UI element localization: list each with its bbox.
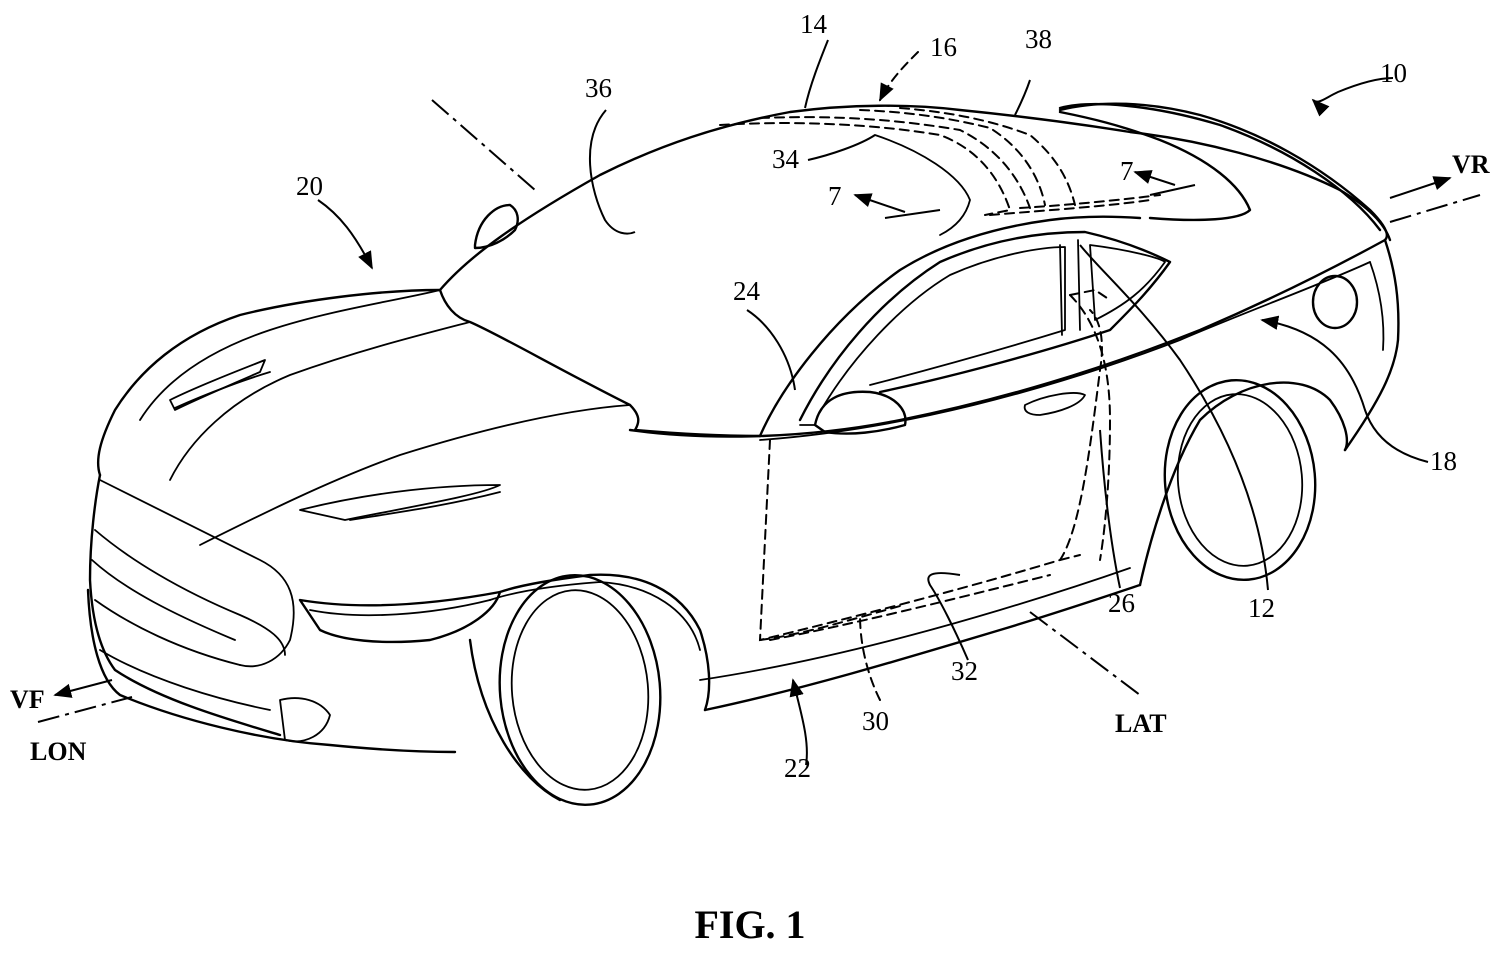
label-32: 32 — [951, 656, 978, 686]
section-arrows — [853, 170, 1196, 219]
label-10: 10 — [1380, 58, 1407, 88]
label-lat: LAT — [1115, 709, 1167, 738]
axis-lines — [37, 99, 1481, 723]
section-mark-right: 7 — [1120, 156, 1134, 186]
label-12: 12 — [1248, 593, 1275, 623]
label-vr: VR — [1452, 150, 1490, 179]
label-18: 18 — [1430, 446, 1457, 476]
label-lon: LON — [30, 737, 87, 766]
direction-labels: VR VF LON LAT — [10, 150, 1490, 766]
label-22: 22 — [784, 753, 811, 783]
leader-lines — [317, 39, 1429, 766]
label-vf: VF — [10, 685, 45, 714]
label-20: 20 — [296, 171, 323, 201]
label-26: 26 — [1108, 588, 1135, 618]
label-36: 36 — [585, 73, 612, 103]
label-24: 24 — [733, 276, 761, 306]
label-34: 34 — [772, 144, 800, 174]
car-body-outline — [86, 102, 1400, 806]
reference-labels: 14 16 38 10 36 34 7 7 20 24 18 26 12 32 … — [296, 9, 1457, 783]
label-30: 30 — [862, 706, 889, 736]
section-mark-left: 7 — [828, 181, 842, 211]
label-16: 16 — [930, 32, 957, 62]
label-38: 38 — [1025, 24, 1052, 54]
label-14: 14 — [800, 9, 828, 39]
figure-caption: FIG. 1 — [694, 902, 805, 947]
